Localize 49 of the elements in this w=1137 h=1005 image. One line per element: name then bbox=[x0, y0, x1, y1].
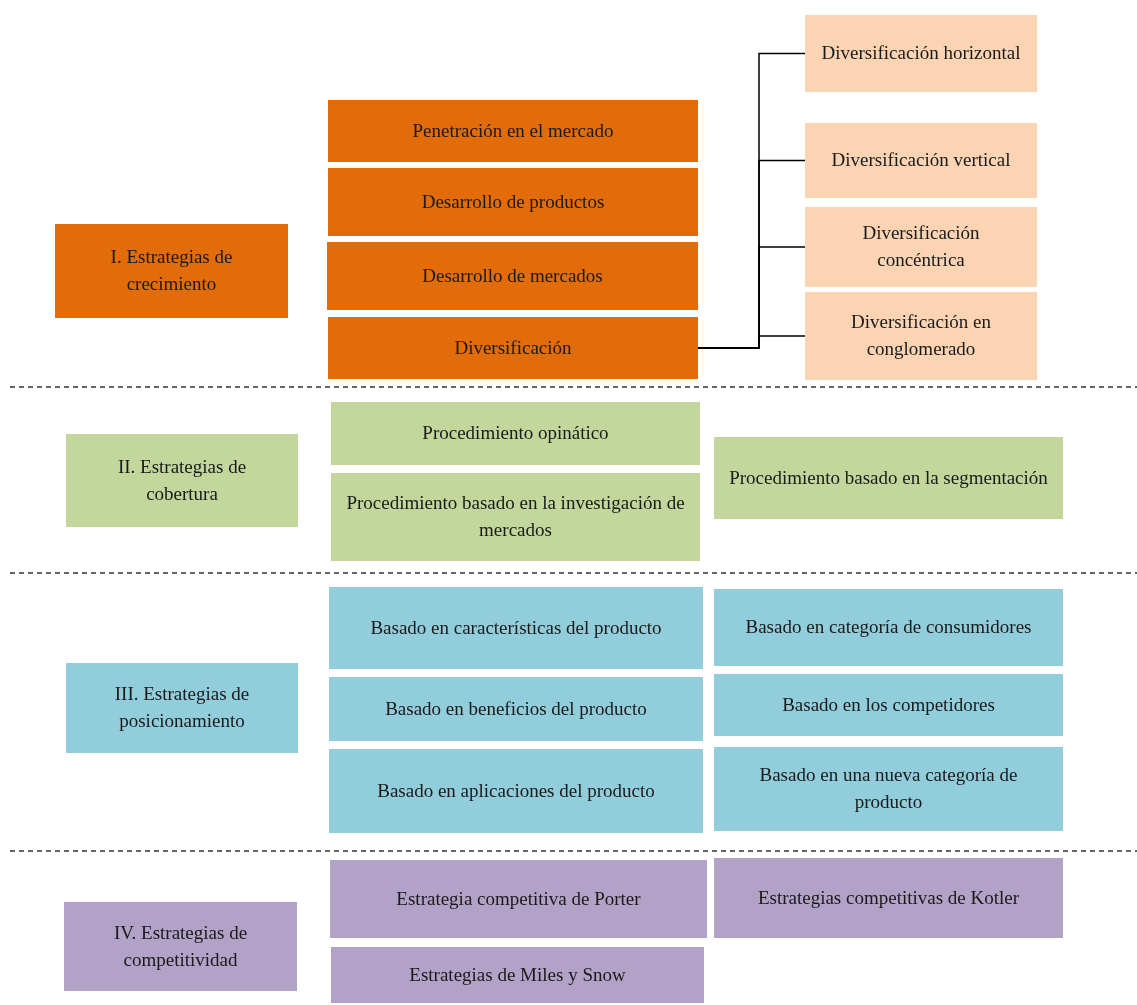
box-label: Basado en beneficios del producto bbox=[385, 696, 647, 721]
strategy-box bbox=[329, 749, 703, 833]
strategy-box bbox=[714, 589, 1063, 666]
box-label: Estrategia competitiva de Porter bbox=[396, 886, 641, 911]
box-label: I. Estrategias de crecimiento bbox=[109, 245, 234, 296]
box-label: Diversificación vertical bbox=[831, 148, 1011, 173]
connector-line bbox=[697, 335, 806, 349]
box-label: Procedimiento opinático bbox=[422, 421, 609, 446]
strategy-box bbox=[714, 437, 1063, 519]
strategy-box bbox=[55, 224, 288, 318]
strategy-box bbox=[66, 663, 298, 753]
box-label: Desarrollo de mercados bbox=[422, 263, 603, 288]
box-label: Penetración en el mercado bbox=[412, 118, 614, 143]
strategy-box bbox=[64, 902, 297, 991]
box-label: II. Estrategias de cobertura bbox=[116, 454, 248, 506]
strategy-box bbox=[329, 677, 703, 741]
strategy-box bbox=[805, 15, 1037, 92]
strategy-box bbox=[66, 434, 298, 527]
box-label: Basado en los competidores bbox=[782, 692, 995, 717]
strategy-box bbox=[329, 587, 703, 669]
strategy-box bbox=[328, 168, 698, 236]
box-label: Basado en características del producto bbox=[370, 615, 662, 640]
strategy-box bbox=[331, 402, 700, 465]
strategy-box bbox=[328, 317, 698, 379]
box-label: Basado en aplicaciones del producto bbox=[377, 778, 655, 803]
box-label: Diversificación concéntrica bbox=[861, 221, 981, 272]
strategy-box bbox=[330, 860, 707, 938]
box-label: Diversificación bbox=[454, 335, 572, 360]
box-label: Estrategias de Miles y Snow bbox=[409, 962, 626, 987]
box-label: Procedimiento basado en la investigación de mercados bbox=[345, 491, 686, 542]
strategy-box bbox=[805, 292, 1037, 380]
strategy-box bbox=[805, 207, 1037, 287]
strategy-box bbox=[331, 473, 700, 561]
strategy-box bbox=[714, 674, 1063, 736]
box-label: Basado en categoría de consumidores bbox=[745, 615, 1032, 640]
box-label: Estrategias competitivas de Kotler bbox=[757, 885, 1020, 910]
box-label: IV. Estrategias de competitividad bbox=[112, 920, 249, 972]
box-label: Basado en una nueva categoría de producto bbox=[758, 763, 1019, 814]
strategy-box bbox=[327, 242, 698, 310]
box-label: III. Estrategias de posicionamiento bbox=[113, 682, 251, 733]
strategy-box bbox=[805, 123, 1037, 198]
box-label: Diversificación en conglomerado bbox=[850, 310, 992, 361]
strategy-box bbox=[331, 947, 704, 1003]
box-label: Diversificación horizontal bbox=[821, 41, 1021, 66]
strategy-box bbox=[328, 100, 698, 162]
box-label: Desarrollo de productos bbox=[421, 189, 605, 214]
strategy-box bbox=[714, 747, 1063, 831]
box-label: Procedimiento basado en la segmentación bbox=[729, 465, 1048, 490]
strategy-box bbox=[714, 858, 1063, 938]
